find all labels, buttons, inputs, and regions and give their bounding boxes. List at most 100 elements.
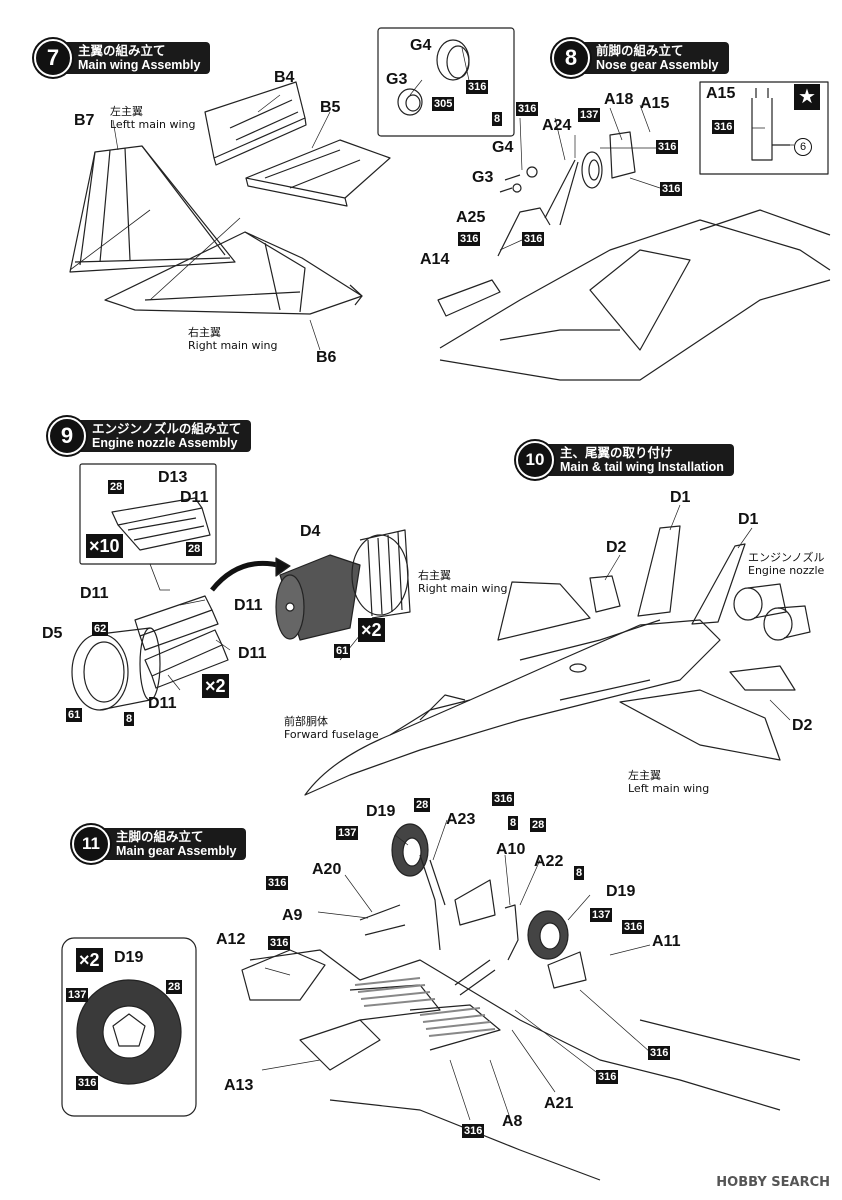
part-label: A18 [604, 91, 634, 108]
g4-wheel-part [436, 39, 470, 81]
step11-title-en: Main gear Assembly [116, 844, 237, 858]
step11-header: 11 主脚の組み立て Main gear Assembly [72, 825, 247, 863]
step9-title-jp: エンジンノズルの組み立て [92, 422, 242, 436]
part-label: G3 [386, 71, 408, 88]
quantity-badge: ×2 [202, 674, 229, 698]
part-label: D11 [238, 645, 267, 662]
part-label: D19 [606, 883, 636, 900]
wing-caption-en: Right main wing [418, 582, 508, 595]
part-label: D4 [300, 523, 321, 540]
wing-caption-en: Left main wing [628, 782, 710, 795]
paint-code: 316 [522, 232, 545, 246]
sub-step-circle: 6 [794, 138, 812, 156]
d4-nozzle-body [275, 529, 411, 641]
paint-code: 316 [648, 1046, 671, 1060]
nozzle-caption-en: Engine nozzle [748, 564, 825, 577]
part-label: B6 [316, 349, 337, 366]
d1-tail-fins [637, 525, 746, 625]
paint-code: 316 [266, 876, 289, 890]
wing-caption-jp: 右主翼 [418, 569, 451, 582]
paint-code: 28 [108, 480, 125, 494]
paint-code: 316 [466, 80, 489, 94]
step10-number: 10 [516, 441, 554, 479]
nozzle-caption-jp: エンジンノズル [748, 551, 825, 564]
nose-gear-assembly [497, 131, 636, 257]
part-label: D19 [366, 803, 396, 820]
a15-inset-part [751, 88, 790, 161]
step7-header: 7 主翼の組み立て Main wing Assembly [34, 39, 211, 77]
wing-caption-jp: 右主翼 [188, 326, 221, 339]
b5-wing-part [245, 139, 391, 207]
step10-title-en: Main & tail wing Installation [560, 460, 724, 474]
part-label: A23 [446, 811, 476, 828]
paint-code: 28 [186, 542, 203, 556]
part-label: G4 [492, 139, 514, 156]
g3-wheel-part [397, 88, 423, 116]
paint-code: 61 [334, 644, 351, 658]
step9-title-en: Engine nozzle Assembly [92, 436, 238, 450]
paint-code: 316 [492, 792, 515, 806]
paint-code: 137 [66, 988, 89, 1002]
part-label: D1 [670, 489, 691, 506]
assembly-arrow [210, 560, 283, 592]
main-gear-wheels [391, 823, 569, 960]
part-label: A12 [216, 931, 246, 948]
part-label: G4 [410, 37, 432, 54]
d19-wheel-detail [76, 979, 182, 1085]
fuselage-caption-jp: 前部胴体 [284, 715, 328, 728]
fuselage-caption-en: Forward fuselage [284, 728, 379, 741]
paint-code: 8 [574, 866, 585, 880]
d5-nozzle-ring [71, 627, 161, 711]
engine-nozzles-install [733, 583, 811, 641]
paint-code: 8 [492, 112, 503, 126]
step11-number: 11 [72, 825, 110, 863]
part-label: D1 [738, 511, 759, 528]
wing-caption-en: Leftt main wing [110, 118, 196, 131]
part-label: D11 [80, 585, 109, 602]
main-gear-struts [359, 854, 519, 996]
paint-code: 62 [92, 622, 109, 636]
step7-title-en: Main wing Assembly [78, 58, 201, 72]
paint-code: 137 [590, 908, 613, 922]
paint-code: 316 [458, 232, 481, 246]
part-label: D2 [606, 539, 627, 556]
paint-code: 316 [268, 936, 291, 950]
nozzle-petals [134, 595, 229, 689]
right-main-wing-install [497, 581, 591, 641]
paint-code: 8 [124, 712, 135, 726]
paint-code: 28 [166, 980, 183, 994]
part-label: A8 [502, 1113, 523, 1130]
paint-code: 61 [66, 708, 83, 722]
quantity-badge: ×10 [86, 534, 123, 558]
quantity-badge: ×2 [76, 948, 103, 972]
step7-title-jp: 主翼の組み立て [78, 44, 166, 58]
part-label: A15 [706, 85, 736, 102]
part-label: A11 [652, 933, 681, 950]
wing-caption-jp: 左主翼 [110, 105, 143, 118]
part-label: D13 [158, 469, 188, 486]
b7-left-main-wing [69, 145, 236, 273]
part-label: A15 [640, 95, 670, 112]
paint-code: 8 [508, 816, 519, 830]
d2-stabilizers [589, 575, 796, 691]
part-label: D2 [792, 717, 813, 734]
step10-title-jp: 主、尾翼の取り付け [560, 446, 673, 460]
watermark: HOBBY SEARCH [716, 1175, 830, 1190]
paint-code: 316 [516, 102, 539, 116]
wing-caption-en: Right main wing [188, 339, 278, 352]
step9-number: 9 [48, 417, 86, 455]
step10-header: 10 主、尾翼の取り付け Main & tail wing Installati… [516, 441, 734, 479]
part-label: G3 [472, 169, 494, 186]
step7-number: 7 [34, 39, 72, 77]
nose-fuselage [437, 209, 831, 381]
part-label: A9 [282, 907, 303, 924]
b6-right-main-wing [104, 217, 363, 315]
paint-code: 316 [622, 920, 645, 934]
part-label: B7 [74, 112, 95, 129]
paint-code: 316 [660, 182, 683, 196]
paint-code: 316 [462, 1124, 485, 1138]
part-label: D11 [180, 489, 209, 506]
paint-code: 316 [76, 1076, 99, 1090]
part-label: B4 [274, 69, 295, 86]
